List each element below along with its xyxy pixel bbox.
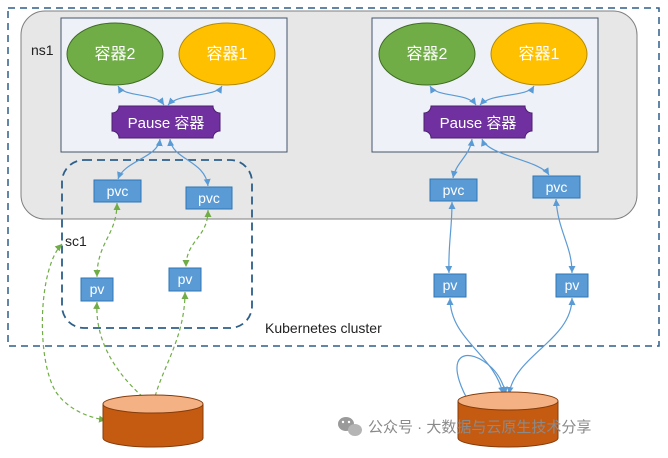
link-pvc-pv-right-2 [552, 198, 576, 274]
container-1-left-label: 容器1 [207, 45, 248, 63]
link-pause-pvc1-right [450, 138, 475, 179]
link-pvc-pv-left-1 [93, 202, 121, 278]
link-c2-pause-right [429, 85, 477, 106]
storage-cylinder-left [102, 394, 204, 448]
watermark-text: 公众号 · 大数据与云原生技术分享 [368, 419, 592, 436]
namespace-label: ns1 [31, 42, 54, 58]
link-pv-storage-left-1 [93, 301, 153, 406]
cluster-boundary [7, 7, 660, 347]
pause-container-left-label: Pause 容器 [128, 115, 205, 132]
pv-left-2 [168, 267, 202, 292]
link-pause-pvc2-left [167, 138, 211, 187]
pvc-left-1-label: pvc [107, 183, 129, 199]
link-c1-pause-right [479, 85, 535, 106]
container-1-right-label: 容器1 [519, 45, 560, 63]
container-2-right [378, 22, 476, 86]
storage-class-label: sc1 [65, 233, 87, 249]
pvc-right-2-label: pvc [546, 179, 568, 195]
pv-right-1-label: pv [443, 277, 458, 293]
pv-left-1-label: pv [90, 281, 105, 297]
container-2-left [66, 22, 164, 86]
pv-left-2-label: pv [178, 271, 193, 287]
link-pv-storage-right-1 [446, 297, 506, 395]
link-pvc-pv-right-1 [445, 201, 456, 274]
pvc-left-2 [185, 186, 233, 210]
pvc-right-1 [429, 178, 478, 202]
pvc-left-2-label: pvc [198, 190, 220, 206]
container-1-right [490, 22, 588, 86]
container-2-left-label: 容器2 [95, 45, 136, 63]
pvc-right-2 [532, 175, 581, 199]
cluster-label: Kubernetes cluster [265, 320, 382, 336]
link-pause-pvc2-right [481, 138, 550, 176]
link-sc-storage [41, 243, 107, 423]
link-pause-pvc1-left [117, 138, 163, 180]
pv-right-2 [555, 273, 589, 298]
pvc-right-1-label: pvc [443, 182, 465, 198]
storage-cylinder-right [457, 391, 559, 448]
pvc-left-1 [93, 179, 142, 203]
link-pv-storage-left-2 [150, 291, 189, 406]
pv-right-2-label: pv [565, 277, 580, 293]
link-c2-pause-left [117, 85, 165, 106]
pause-container-left [111, 105, 221, 139]
pv-right-1 [433, 273, 467, 298]
pause-container-right [423, 105, 533, 139]
link-c1-pause-left [167, 85, 223, 106]
wechat-icon [338, 417, 362, 436]
container-2-right-label: 容器2 [407, 45, 448, 63]
link-pv-storage-right-2 [506, 297, 576, 395]
link-storage-right-loop [456, 354, 508, 405]
container-1-left [178, 22, 276, 86]
link-pvc-pv-left-2 [182, 209, 212, 268]
pause-container-right-label: Pause 容器 [440, 115, 517, 132]
